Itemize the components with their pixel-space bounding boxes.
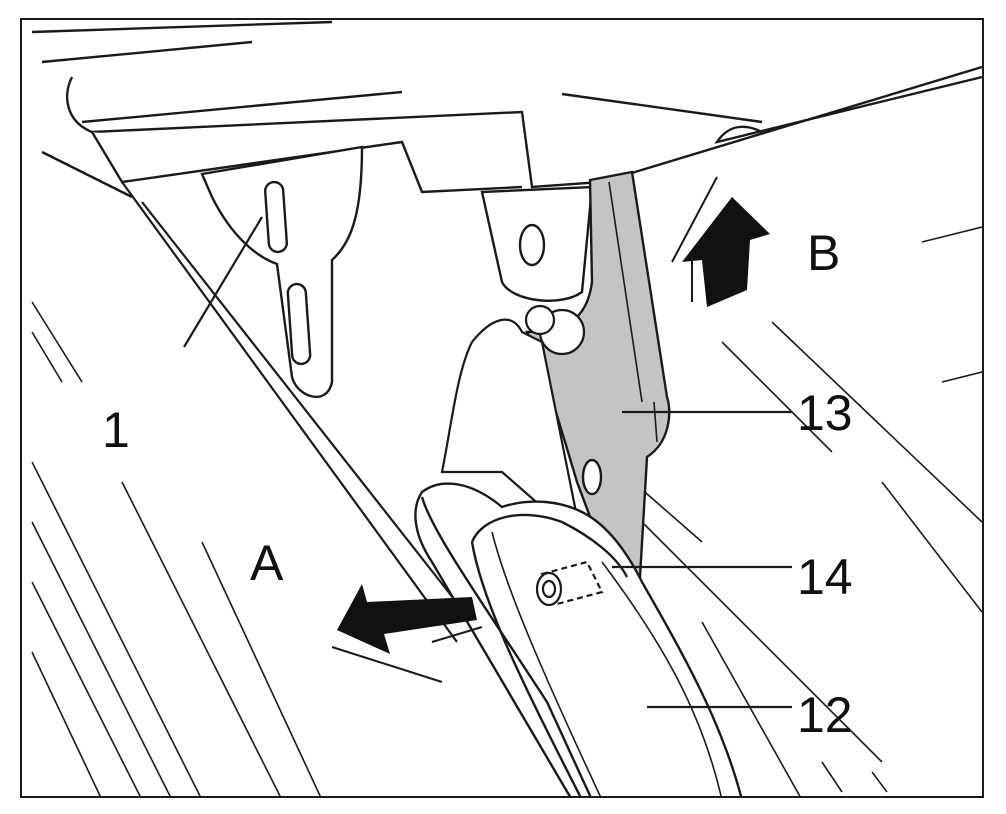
label-part-1: 1: [102, 402, 130, 458]
diagram-frame: 1 13 14 12 A B: [20, 18, 984, 798]
pivot-bolt: [524, 304, 586, 356]
strut-guide: [440, 318, 584, 545]
label-part-12: 12: [797, 687, 853, 743]
hinge-arm-part-12: [414, 482, 743, 796]
label-part-14: 14: [797, 549, 853, 605]
body-edge: [121, 181, 473, 643]
label-direction-b: B: [807, 225, 840, 281]
hinge-illustration: 1 13 14 12 A B: [31, 20, 982, 796]
arrow-b-icon: [671, 176, 770, 307]
hinge-knuckle: [480, 185, 594, 302]
leader-lines: [183, 216, 792, 709]
pin-part-14: [535, 560, 604, 607]
label-part-13: 13: [797, 385, 853, 441]
body-surface-lines: [31, 226, 982, 796]
arrow-a-icon: [331, 584, 483, 683]
bracket-part-1: [200, 145, 364, 398]
lid-panel: [31, 20, 982, 199]
label-direction-a: A: [250, 535, 284, 591]
